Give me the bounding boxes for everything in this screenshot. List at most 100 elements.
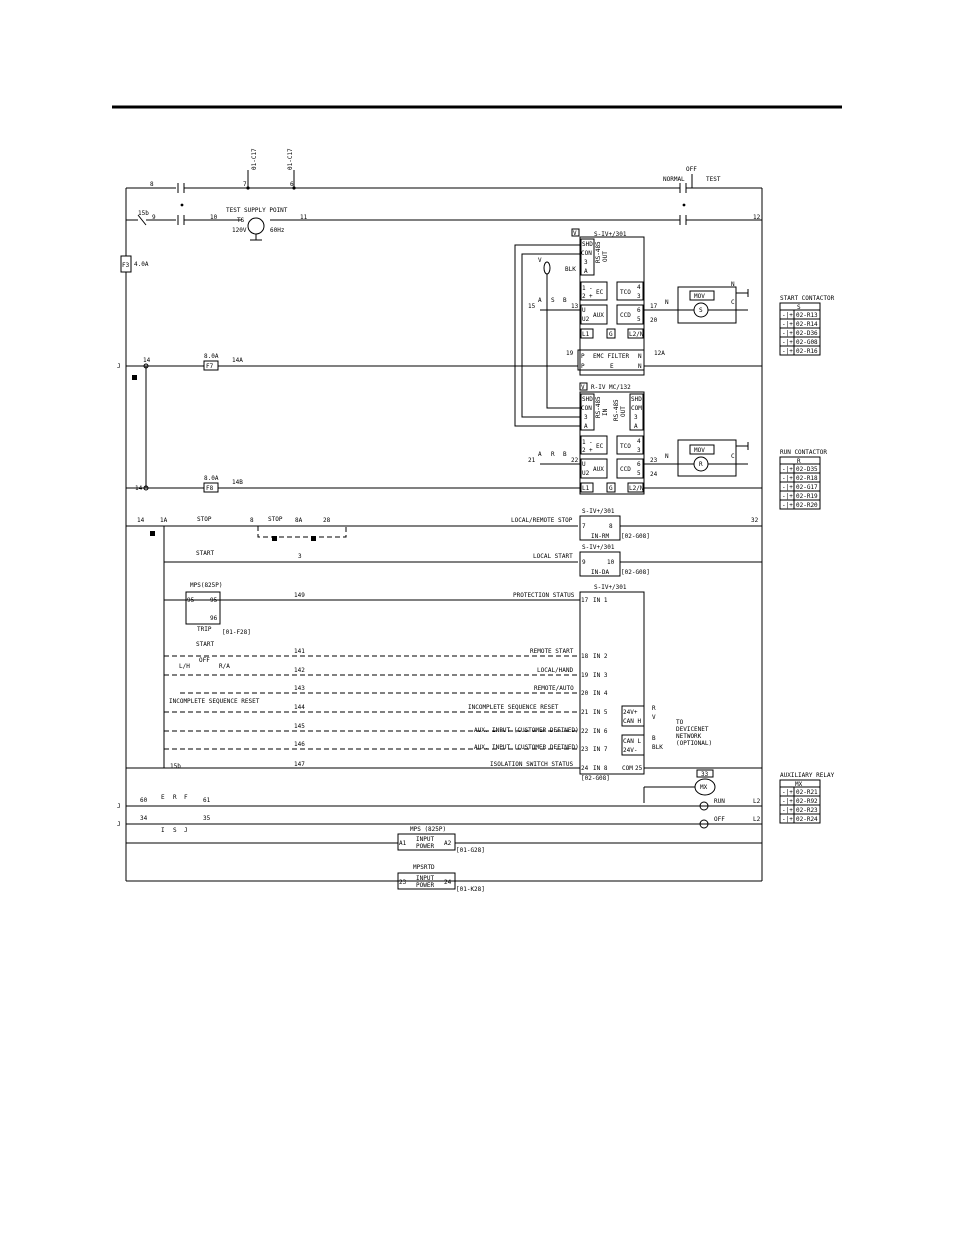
run-module: V R-IV MC/132 SHD CON 3 A RS-485 IN SHD …: [528, 382, 749, 495]
svg-text:EC: EC: [596, 443, 604, 450]
svg-text:02-R19: 02-R19: [796, 493, 818, 500]
svg-text:14A: 14A: [232, 357, 243, 364]
svg-text:INPUT: INPUT: [416, 836, 434, 843]
svg-text:22: 22: [571, 457, 579, 464]
svg-text:IN 1: IN 1: [593, 597, 608, 604]
svg-text:L2/N: L2/N: [629, 485, 644, 492]
svg-text:6: 6: [637, 461, 641, 468]
svg-text:U: U: [582, 307, 586, 314]
svg-text:6: 6: [637, 307, 641, 314]
ref-7: 01-C17: [251, 148, 258, 170]
svg-text:MOV: MOV: [694, 447, 705, 454]
svg-text:COM: COM: [622, 765, 633, 772]
svg-text:1: 1: [582, 439, 586, 446]
svg-text:START: START: [196, 641, 214, 648]
rung-incomplete-reset: INCOMPLETE SEQUENCE RESET 144 INCOMPLETE…: [164, 698, 608, 716]
svg-text:A: A: [584, 423, 588, 430]
svg-text:P: P: [581, 353, 585, 360]
svg-text:145: 145: [294, 723, 305, 730]
coil-s-label: S: [699, 307, 703, 314]
svg-text:N: N: [665, 453, 669, 460]
svg-text:28: 28: [323, 517, 331, 524]
svg-text:+: +: [589, 293, 593, 300]
svg-text:8A: 8A: [295, 517, 303, 524]
svg-text:02-R21: 02-R21: [796, 789, 818, 796]
top-rung-2: 15b 9 10 11 12 TEST SUPPLY POINT TS 120V…: [126, 203, 762, 241]
rung-local-start: START 3 LOCAL START S-IV+/301 9 10 IN-DA…: [164, 544, 762, 577]
svg-text:14B: 14B: [232, 479, 243, 486]
svg-text:S: S: [551, 297, 555, 304]
svg-text:N: N: [665, 299, 669, 306]
svg-text:POWER: POWER: [416, 843, 434, 850]
svg-text:BLK: BLK: [565, 266, 576, 273]
svg-text:IN 6: IN 6: [593, 728, 608, 735]
svg-text:[01-G28]: [01-G28]: [456, 847, 485, 854]
local-remote-stop-label: LOCAL/REMOTE STOP: [511, 517, 573, 524]
svg-text:G: G: [609, 485, 613, 492]
svg-text:15b: 15b: [170, 763, 181, 770]
svg-text:MOV: MOV: [694, 293, 705, 300]
svg-text:2: 2: [582, 293, 586, 300]
mpsrtd-label: MPSRTD: [413, 864, 435, 871]
test-supply-point-label: TEST SUPPLY POINT: [226, 207, 288, 214]
svg-text:N: N: [731, 281, 735, 288]
svg-text:24V-: 24V-: [623, 747, 637, 754]
svg-text:20: 20: [581, 690, 589, 697]
svg-text:MX: MX: [700, 784, 708, 791]
svg-text:S: S: [173, 827, 177, 834]
svg-text:19: 19: [566, 350, 574, 357]
svg-text:C: C: [731, 299, 735, 306]
svg-text:OUT: OUT: [602, 251, 609, 262]
svg-text:A: A: [538, 451, 542, 458]
svg-text:E: E: [161, 794, 165, 801]
ref-6: 01-C17: [287, 148, 294, 170]
switch-normal-label: NORMAL: [663, 176, 685, 183]
svg-text:23: 23: [650, 457, 658, 464]
svg-text:21: 21: [581, 709, 589, 716]
svg-text:BLK: BLK: [652, 744, 663, 751]
wire-9-label: 9: [152, 214, 156, 221]
svg-text:MPS(825P): MPS(825P): [190, 582, 223, 589]
svg-text:R: R: [551, 451, 555, 458]
svg-text:23: 23: [399, 879, 407, 886]
svg-text:POWER: POWER: [416, 882, 434, 889]
wire-7-label: 7: [243, 181, 247, 188]
svg-text:TCO: TCO: [620, 443, 631, 450]
svg-text:A2: A2: [444, 840, 452, 847]
svg-text:-|+: -|+: [782, 339, 793, 346]
svg-text:22: 22: [581, 728, 589, 735]
off-indicator-label: OFF: [714, 816, 725, 823]
svg-text:S-IV+/301: S-IV+/301: [582, 508, 615, 515]
svg-text:E: E: [610, 363, 614, 370]
fuse-f3-rating: 4.0A: [134, 261, 149, 268]
svg-text:IN 3: IN 3: [593, 672, 608, 679]
start-contactor-table: START CONTACTOR S -|+ -|+ -|+ -|+ -|+ 02…: [779, 295, 835, 356]
svg-text:START CONTACTOR: START CONTACTOR: [780, 295, 835, 302]
svg-text:V: V: [573, 230, 577, 237]
coil-r-label: R: [699, 461, 703, 468]
protection-status-label: PROTECTION STATUS: [513, 592, 575, 599]
svg-text:7: 7: [582, 523, 586, 530]
svg-text:17: 17: [581, 597, 589, 604]
svg-text:21: 21: [528, 457, 536, 464]
svg-text:L2: L2: [753, 798, 761, 805]
svg-text:5: 5: [637, 316, 641, 323]
svg-text:J: J: [117, 803, 121, 810]
wire-6-label: 6: [290, 181, 294, 188]
svg-text:144: 144: [294, 704, 305, 711]
isolation-switch-status-label: ISOLATION SWITCH STATUS: [490, 761, 573, 768]
svg-text:1A: 1A: [160, 517, 168, 524]
svg-text:147: 147: [294, 761, 305, 768]
ts-label: TS: [237, 217, 245, 224]
svg-text:02-G17: 02-G17: [796, 484, 818, 491]
svg-text:-|+: -|+: [782, 807, 793, 814]
run-indicator-label: RUN: [714, 798, 725, 805]
svg-text:A: A: [634, 423, 638, 430]
svg-text:A: A: [584, 268, 588, 275]
svg-text:3: 3: [584, 259, 588, 266]
svg-text:3: 3: [637, 447, 641, 454]
mps-box-label: MPS (825P): [410, 826, 446, 833]
rung-14b: F8 8.0A 14 14B: [126, 366, 762, 493]
svg-text:[01-F28]: [01-F28]: [222, 629, 251, 636]
svg-text:10: 10: [607, 559, 615, 566]
